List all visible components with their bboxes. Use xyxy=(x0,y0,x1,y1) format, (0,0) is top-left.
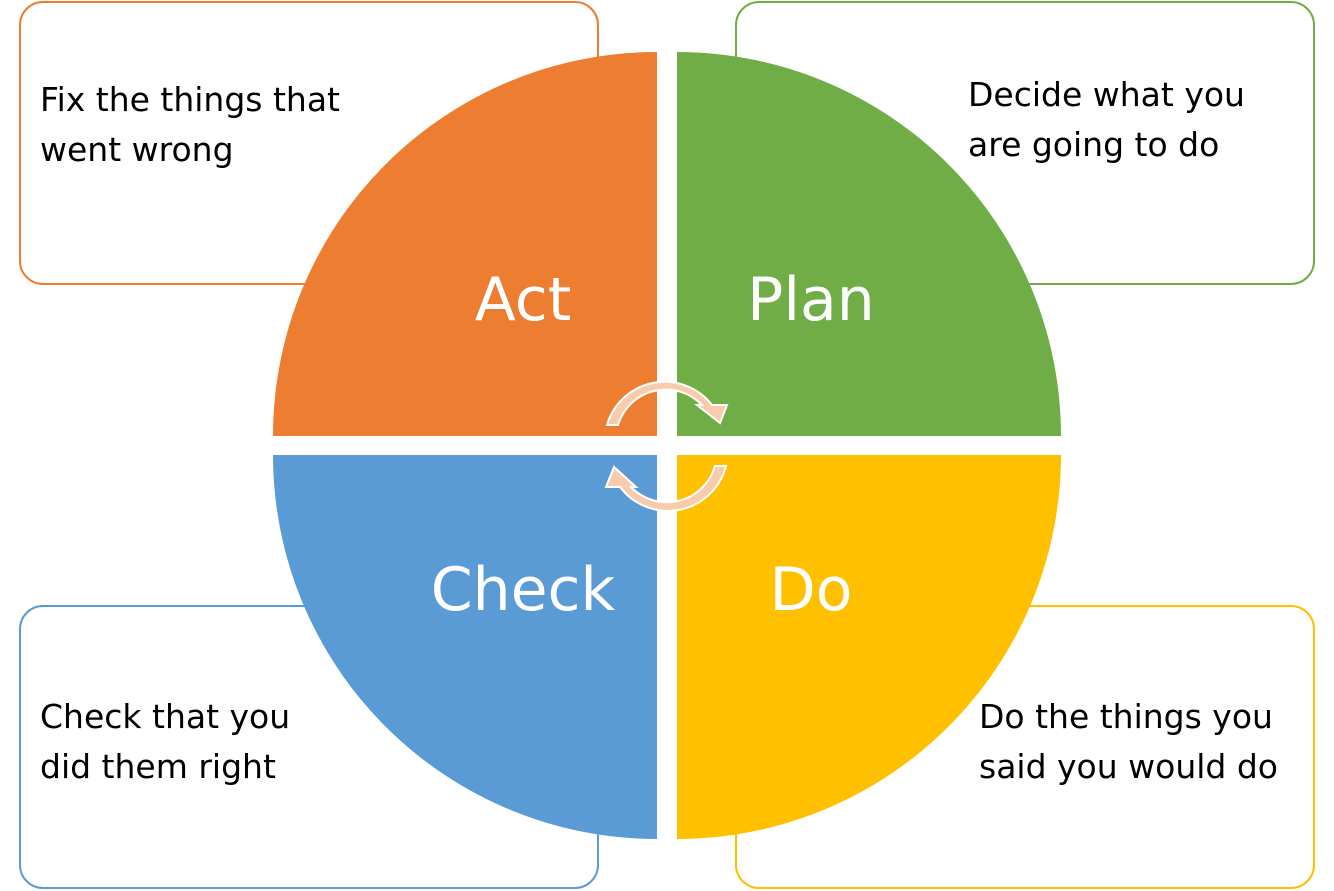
check-note-text: Check that you did them right xyxy=(40,697,291,786)
act-label: Act xyxy=(475,265,572,335)
do-quadrant xyxy=(677,455,1061,839)
do-note-text: Do the things you said you would do xyxy=(979,697,1278,786)
plan-quadrant xyxy=(677,52,1061,436)
check-quadrant xyxy=(273,455,657,839)
act-note-text: Fix the things that went wrong xyxy=(40,80,340,169)
top-cycle-arrow xyxy=(605,380,729,426)
check-label: Check xyxy=(431,555,616,625)
cycle-arrows xyxy=(604,380,729,512)
plan-label: Plan xyxy=(747,265,875,335)
do-label: Do xyxy=(770,555,853,625)
act-quadrant xyxy=(273,52,657,436)
bottom-cycle-arrow xyxy=(604,465,728,512)
plan-note-text: Decide what you are going to do xyxy=(968,75,1245,164)
